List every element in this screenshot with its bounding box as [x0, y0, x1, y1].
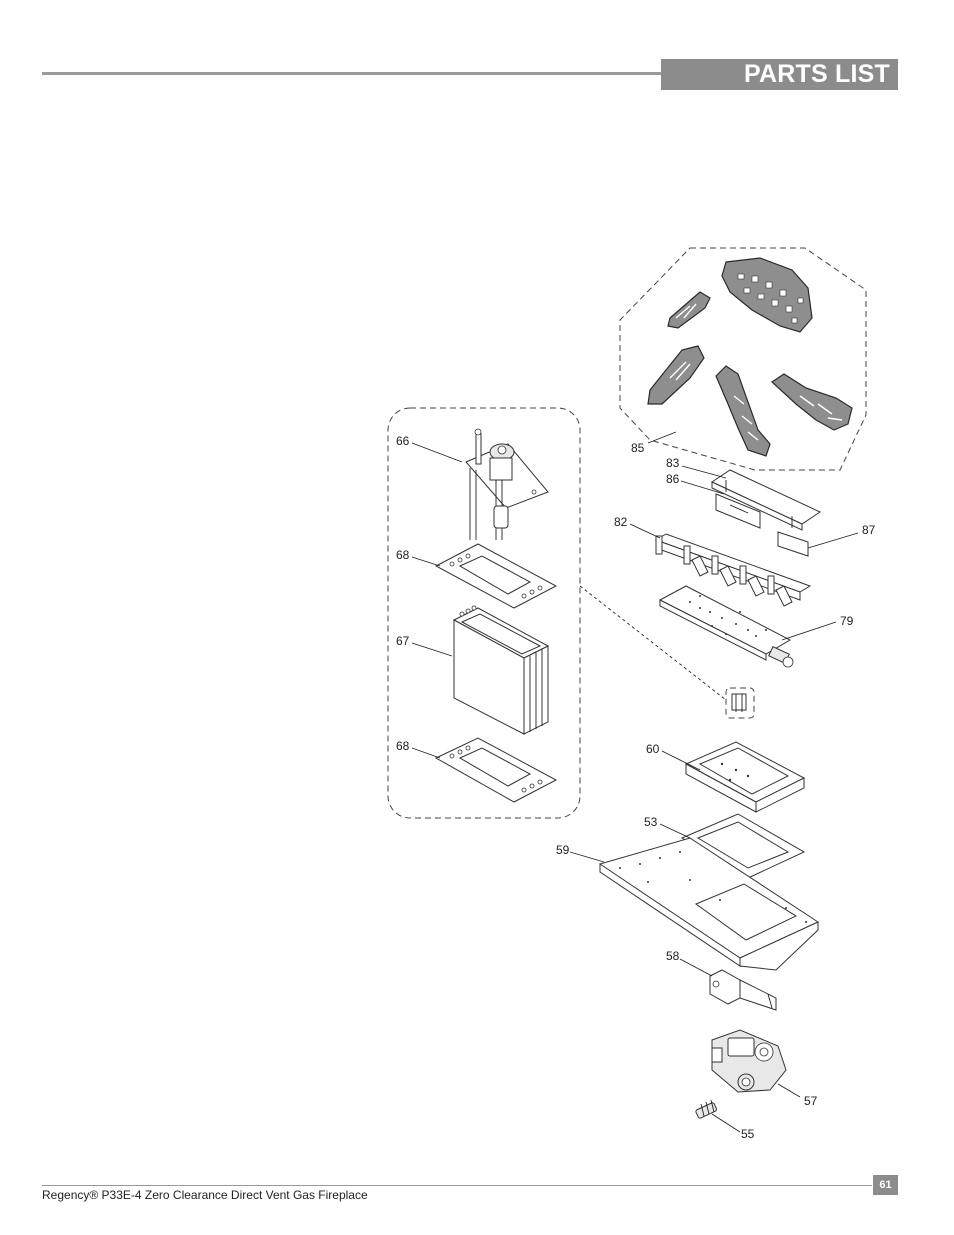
center-log: [715, 365, 771, 457]
part-82-burner-tube: [654, 533, 812, 607]
callout-67: 67: [396, 634, 410, 648]
pilot-detail-outline: [725, 687, 755, 719]
callout-82: 82: [614, 515, 628, 529]
callout-60: 60: [646, 742, 660, 756]
part-55-fitting: [695, 1099, 718, 1119]
part-59-base-pan: [599, 837, 820, 971]
callout-58: 58: [666, 949, 680, 963]
part-68-gasket-bottom: [434, 737, 558, 803]
callout-68-top: 68: [396, 548, 410, 562]
callout-66: 66: [396, 434, 410, 448]
part-79-burner-pan: [658, 585, 794, 668]
callout-59: 59: [556, 843, 570, 857]
part-86-plate: [715, 493, 761, 529]
detail-leader: [579, 585, 727, 701]
callout-87: 87: [862, 523, 876, 537]
pilot-detail: [731, 693, 747, 712]
footer-document-title: Regency® P33E-4 Zero Clearance Direct Ve…: [42, 1188, 368, 1202]
part-68-gasket-top: [434, 543, 558, 609]
callout-86: 86: [666, 472, 680, 486]
left-log: [647, 345, 705, 405]
callout-85: 85: [631, 441, 645, 455]
footer-rule: [42, 1185, 872, 1186]
right-log: [771, 373, 853, 431]
part-58-bracket: [709, 969, 777, 1011]
callout-53: 53: [644, 815, 658, 829]
small-top-log: [667, 291, 711, 329]
part-67-box: [452, 605, 550, 735]
part-60-tray: [684, 741, 806, 813]
part-53-gasket: [680, 813, 806, 879]
leader-lines: [411, 431, 859, 1133]
header-rule: [42, 72, 664, 75]
log-set-outline: [619, 247, 867, 471]
rear-log-texture: [737, 273, 804, 324]
callout-55: 55: [741, 1127, 755, 1141]
part-83-bracket: [710, 469, 822, 531]
callout-68-bottom: 68: [396, 739, 410, 753]
part-87-plate: [777, 531, 809, 557]
part-57-gas-valve: [711, 1029, 787, 1093]
callout-57: 57: [804, 1094, 818, 1108]
rear-log: [721, 257, 813, 333]
burner-components-outline: [387, 407, 581, 819]
page-number-badge: 61: [873, 1175, 898, 1195]
log-set-group: [619, 247, 867, 471]
part-66-pilot-assembly: [465, 428, 549, 540]
page-title: PARTS LIST: [661, 59, 898, 90]
callout-79: 79: [840, 614, 854, 628]
callout-83: 83: [666, 456, 680, 470]
